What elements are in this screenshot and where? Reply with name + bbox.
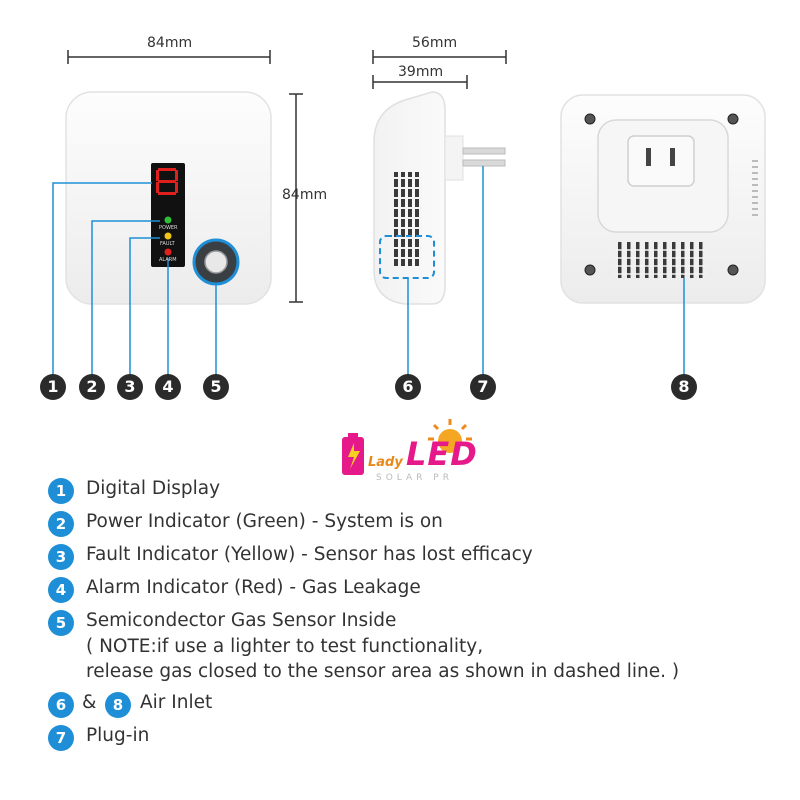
legend-text-5: Semicondector Gas Sensor Inside [86, 610, 397, 631]
side-view [372, 50, 507, 375]
front-height-label: 84mm [282, 187, 328, 203]
fault-led [164, 232, 172, 240]
alarm-led-label: ALARM [159, 257, 177, 263]
legend-badge-7: 7 [48, 725, 74, 751]
logo-led-text: LED [406, 435, 478, 473]
back-plug [627, 135, 695, 187]
plug-prong [462, 147, 506, 155]
callout-1: 1 [40, 374, 66, 400]
legend-badge-6: 6 [48, 692, 74, 718]
power-led [164, 216, 172, 224]
legend-item-7: 7 Plug-in [48, 723, 768, 756]
legend-item-6-8: 6 & 8 Air Inlet [48, 690, 768, 723]
legend-amp: & [82, 692, 97, 713]
legend-badge-3: 3 [48, 544, 74, 570]
device-diagram [52, 50, 766, 375]
note-line-2: release gas closed to the sensor area as… [86, 661, 680, 682]
callout-6: 6 [395, 374, 421, 400]
side-total-label: 56mm [412, 35, 458, 51]
legend-badge-4: 4 [48, 577, 74, 603]
legend-text-1: Digital Display [86, 478, 221, 499]
front-view [52, 50, 303, 375]
logo-solar-text: SOLAR PR [376, 473, 453, 483]
sensor-area-dashed [379, 235, 435, 279]
front-width-label: 84mm [147, 35, 193, 51]
back-view [560, 94, 766, 375]
screw [584, 113, 596, 125]
callout-2: 2 [79, 374, 105, 400]
logo-lady-text: Lady [368, 455, 403, 470]
legend: 1 Digital Display 2 Power Indicator (Gre… [48, 476, 768, 756]
fault-led-label: FAULT [160, 241, 175, 247]
legend-badge-5: 5 [48, 610, 74, 636]
side-body-label: 39mm [398, 64, 444, 80]
legend-text-4: Alarm Indicator (Red) - Gas Leakage [86, 577, 421, 598]
brand-logo: Lady LED SOLAR PR [336, 415, 478, 487]
legend-item-5: 5 Semicondector Gas Sensor Inside ( NOTE… [48, 608, 768, 690]
alarm-led [164, 248, 172, 256]
legend-badge-8: 8 [105, 692, 131, 718]
callout-7: 7 [470, 374, 496, 400]
callout-4: 4 [155, 374, 181, 400]
legend-badge-1: 1 [48, 478, 74, 504]
legend-item-2: 2 Power Indicator (Green) - System is on [48, 509, 768, 542]
callout-3: 3 [117, 374, 143, 400]
logo-graphic-icon [342, 419, 472, 475]
legend-item-3: 3 Fault Indicator (Yellow) - Sensor has … [48, 542, 768, 575]
display-digit [156, 168, 178, 195]
legend-text-air-inlet: Air Inlet [140, 692, 213, 713]
legend-item-1: 1 Digital Display [48, 476, 768, 509]
callout-5: 5 [203, 374, 229, 400]
side-base [444, 135, 464, 181]
back-vents [618, 242, 703, 278]
legend-badge-2: 2 [48, 511, 74, 537]
legend-item-4: 4 Alarm Indicator (Red) - Gas Leakage [48, 575, 768, 608]
legend-text-3: Fault Indicator (Yellow) - Sensor has lo… [86, 544, 533, 565]
note-line-1: ( NOTE:if use a lighter to test function… [86, 636, 484, 657]
legend-text-2: Power Indicator (Green) - System is on [86, 511, 443, 532]
callout-8: 8 [671, 374, 697, 400]
legend-text-plug-in: Plug-in [86, 725, 150, 746]
power-led-label: POWER [159, 225, 178, 231]
